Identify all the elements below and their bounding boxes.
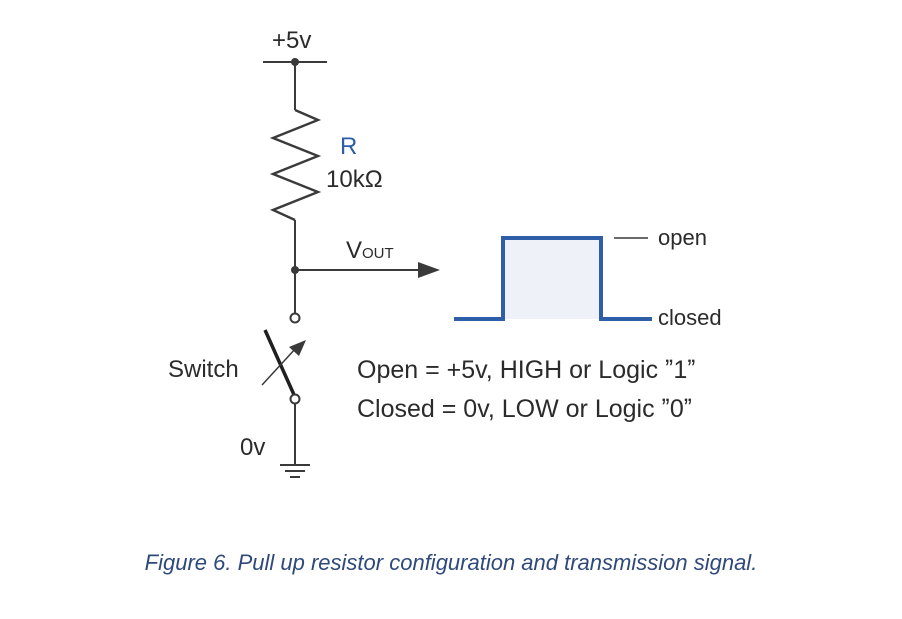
switch-arrowhead [289,340,306,356]
ground-label: 0v [240,434,265,461]
pulse-fill [503,238,601,319]
vout-main: V [346,237,362,264]
vout-label: VOUT [346,237,394,264]
switch-arrow-line [261,347,297,386]
closed-label: closed [658,305,722,330]
legend-closed: Closed = 0v, LOW or Logic ˮ0ˮ [357,395,692,423]
switch-bottom-contact [289,393,301,405]
open-label: open [658,225,707,250]
supply-label: +5v [272,27,311,54]
resistor-value: 10kΩ [326,166,383,193]
vout-subscript: OUT [362,245,394,262]
legend-open: Open = +5v, HIGH or Logic ˮ1ˮ [357,356,696,384]
switch-label: Switch [168,356,239,383]
resistor-name: R [340,133,357,160]
switch-blade [263,329,297,398]
vout-arrowhead [418,262,440,278]
switch-top-contact [289,312,301,324]
resistor-symbol [269,108,322,222]
figure-caption: Figure 6. Pull up resistor configuration… [144,550,758,575]
pulse-waveform [454,236,652,321]
